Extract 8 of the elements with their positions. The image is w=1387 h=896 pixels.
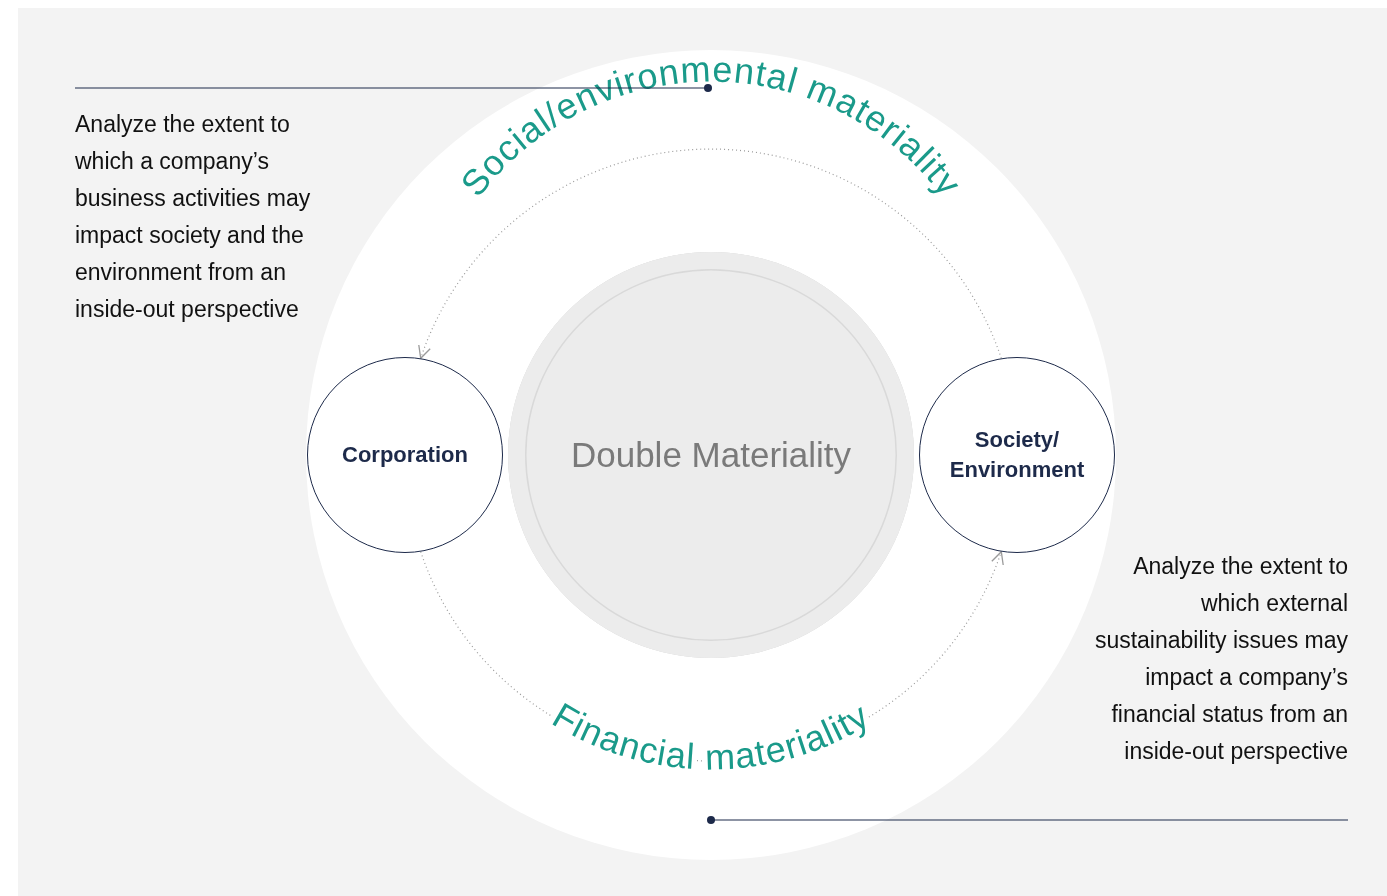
description-text: Analyze the extent to which external sustainability issues may impact a company’s financial status from an inside-out perspective — [1088, 530, 1348, 820]
description-text: Analyze the extent to which a company’s business activities may impact society and the environment from an inside-out perspective — [75, 88, 325, 363]
node-label: Society/ Environment — [948, 426, 1086, 484]
leader-line — [707, 816, 1349, 824]
node-label: Corporation — [342, 441, 468, 469]
circle-label: Double Materiality — [570, 435, 852, 475]
leader-line — [74, 84, 712, 92]
dotted-arrow — [419, 148, 1002, 359]
